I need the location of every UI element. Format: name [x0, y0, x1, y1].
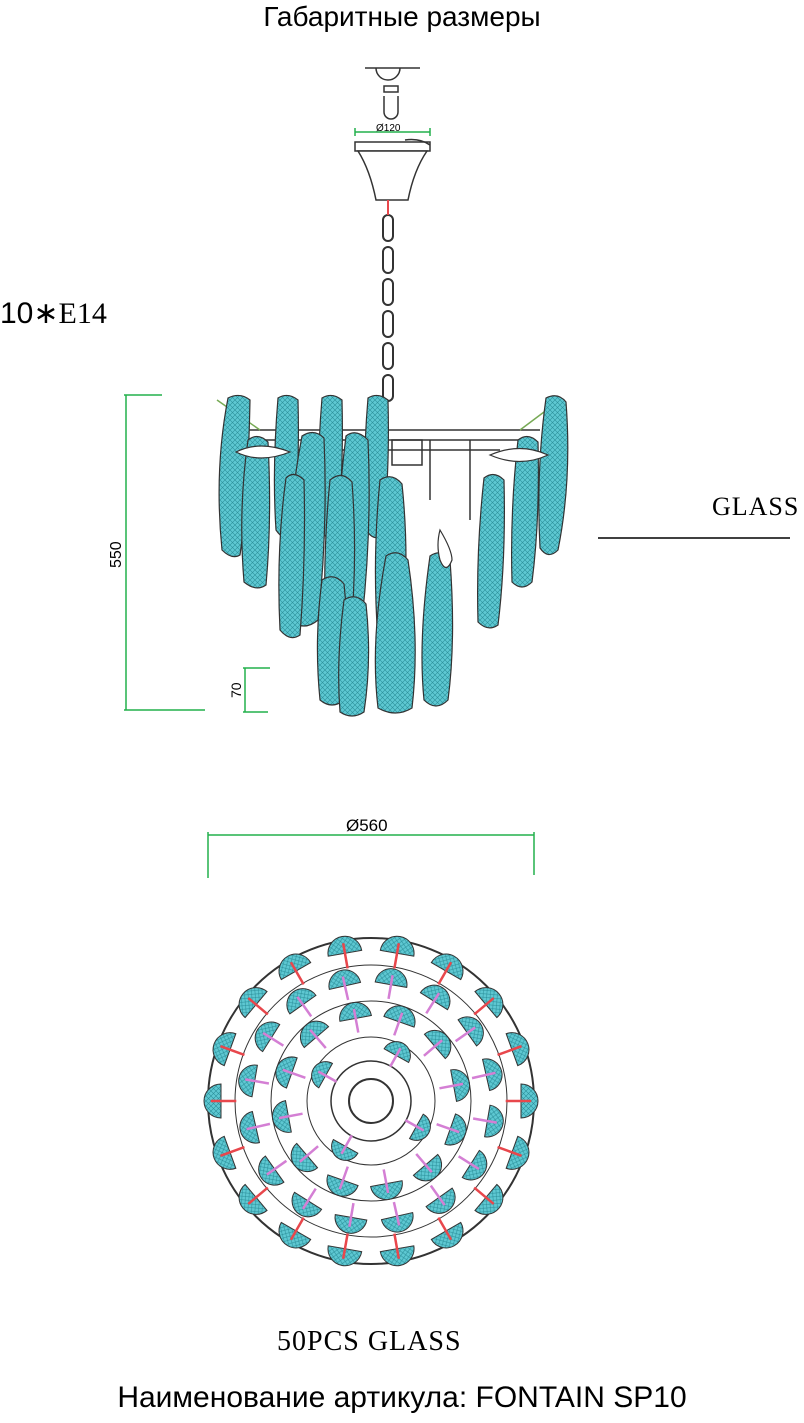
pendant-arm [392, 1201, 401, 1226]
pendant-arm [289, 961, 305, 985]
pendant-arm [404, 1119, 425, 1132]
pendant-top [444, 1113, 467, 1146]
bottom-view [203, 935, 539, 1267]
glass-count-label: 50PCS GLASS [277, 1326, 462, 1357]
pendant-arm [289, 1217, 305, 1241]
pendant-arm [301, 1187, 317, 1210]
pendant-arm [439, 1082, 464, 1090]
pendant-arm [341, 943, 349, 969]
pendant-arm [393, 1012, 404, 1036]
lamp-socket: E14 [58, 297, 107, 330]
pendant-arm [473, 1186, 495, 1205]
ceiling-hook [365, 67, 420, 120]
pendant-arm [423, 1039, 443, 1057]
pendant-arm [393, 1233, 401, 1259]
pendant-arm [348, 1202, 355, 1227]
pendant-top [383, 1005, 416, 1028]
pendant-arm [317, 1070, 338, 1083]
pendant-arm [220, 1145, 245, 1157]
pendant-arm [436, 1123, 460, 1134]
mount-diameter-label: Ø120 [376, 123, 401, 134]
pendant-arm [471, 1071, 496, 1080]
pendant-arm [437, 1217, 453, 1241]
glass-pendants [218, 394, 569, 717]
pendant-arm [387, 975, 394, 1000]
pendant-arm [296, 996, 313, 1018]
pendant-arm [497, 1045, 522, 1057]
candle-bulbs [234, 445, 550, 569]
pendant-arm [220, 1045, 245, 1057]
pendant-arm [245, 1078, 270, 1085]
pendant-arm [497, 1145, 522, 1157]
lamp-quantity: 10 [0, 297, 34, 330]
lamp-separator: ∗ [33, 297, 59, 330]
pendant-arm [457, 1155, 480, 1171]
pendant-arm [393, 943, 401, 969]
height-dimension [124, 394, 270, 713]
pendant-arm [437, 961, 453, 985]
pendant-arm [472, 1117, 497, 1124]
pendant-top [326, 1174, 359, 1197]
pendant-arm [382, 1169, 390, 1194]
pendant-arm [341, 976, 350, 1001]
article-name: Наименование артикула: FONTAIN SP10 [117, 1381, 687, 1414]
pendant-arm [299, 1145, 319, 1163]
pendant-top [212, 1032, 237, 1067]
pendant-arm [429, 1184, 446, 1206]
pendant-arm [389, 1047, 402, 1068]
lamp-spec: 10∗E14 [0, 296, 107, 332]
pendant-arm [262, 1031, 285, 1047]
pendant-top [212, 1135, 237, 1170]
pendant-arm [246, 1122, 271, 1131]
pendant-top [505, 1032, 530, 1067]
pendant-arm [340, 1134, 353, 1155]
ceiling-canopy: Ø120 [354, 123, 431, 201]
pendant-top [275, 1056, 298, 1089]
suspension-chain [382, 200, 394, 402]
pendant-arm [282, 1068, 306, 1079]
diameter-dimension [207, 832, 535, 878]
pendant-arm [473, 997, 495, 1016]
pendant-arm [352, 1008, 360, 1033]
pendant-arm [425, 992, 441, 1015]
pendant-arm [341, 1233, 349, 1259]
pendant-arm [247, 1186, 269, 1205]
page-title: Габаритные размеры [263, 1, 541, 32]
glass-material-label: GLASS [712, 492, 800, 521]
pendant-arm [247, 997, 269, 1016]
bottom-offset-label: 70 [228, 682, 244, 698]
height-label: 550 [108, 541, 125, 568]
pendant-arm [415, 1153, 433, 1173]
diameter-label: Ø560 [346, 816, 388, 835]
pendant-top [505, 1135, 530, 1170]
pendant-arm [338, 1166, 349, 1190]
pendant-arm [266, 1159, 288, 1176]
pendant-arm [454, 1026, 476, 1043]
pendant-arm [278, 1112, 303, 1120]
pendant-arm [309, 1029, 327, 1049]
